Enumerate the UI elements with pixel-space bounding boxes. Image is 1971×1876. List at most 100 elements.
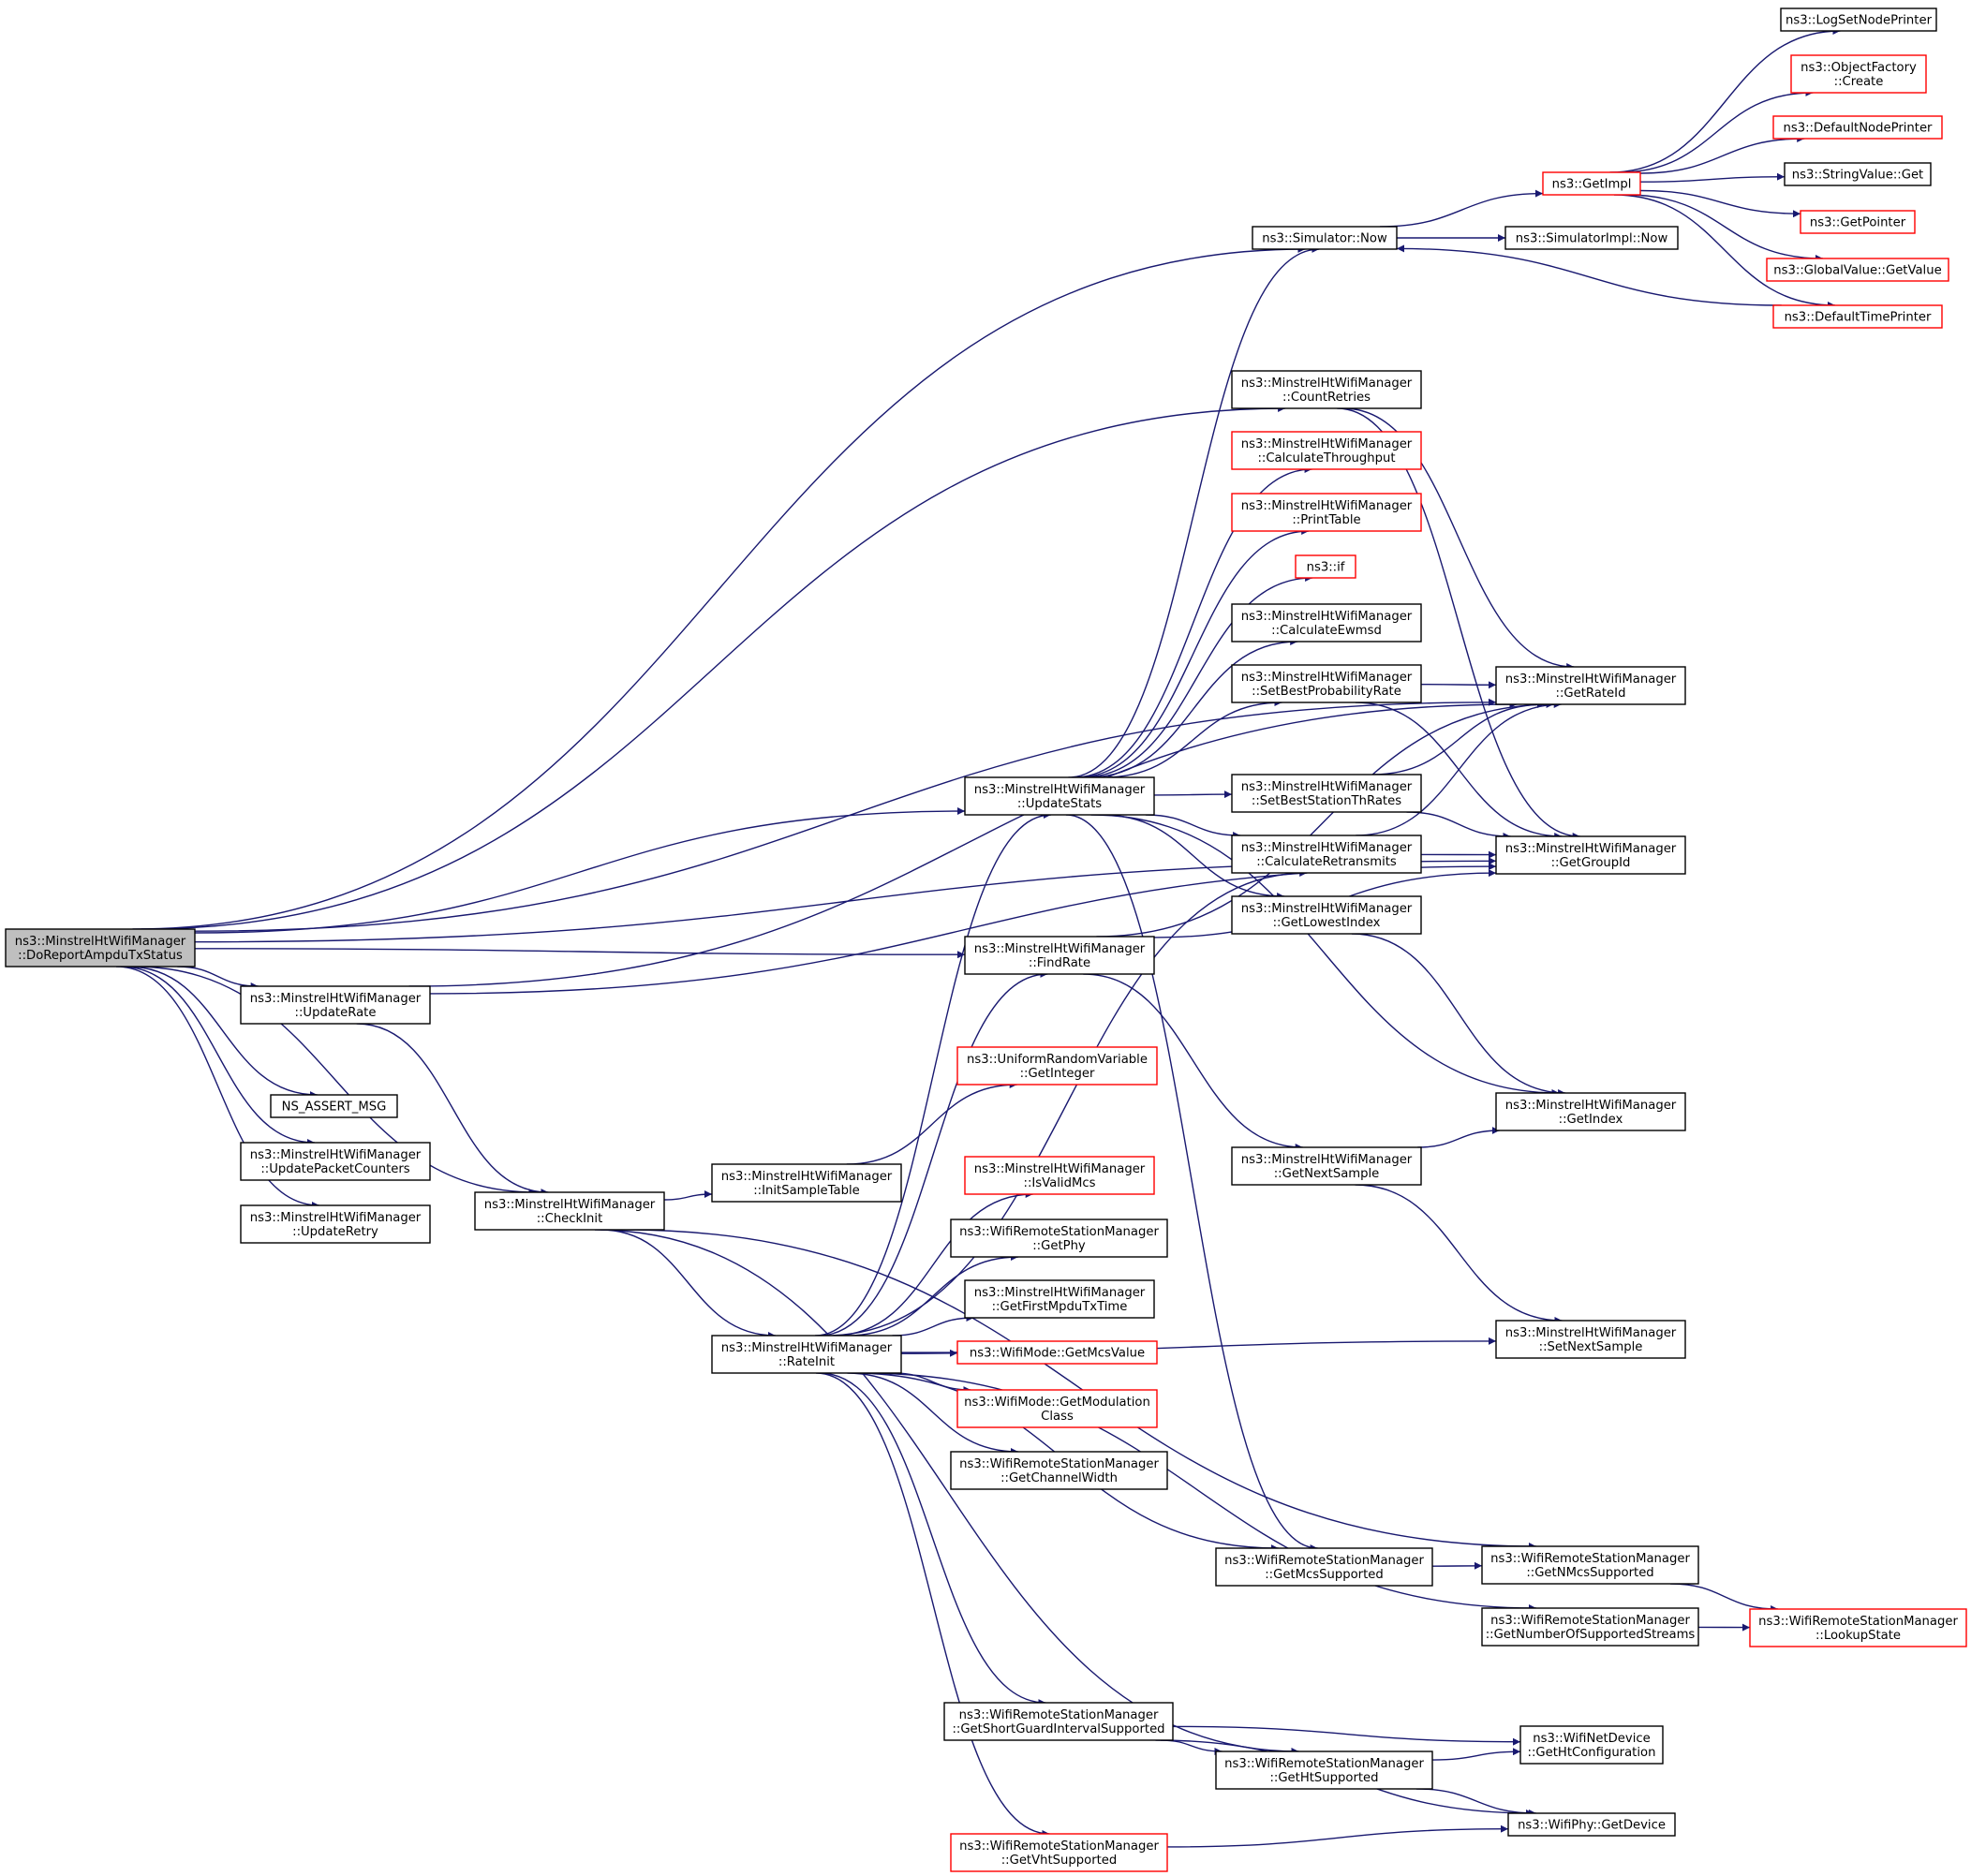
node-printtable[interactable]: ns3::MinstrelHtWifiManager::PrintTable — [1231, 493, 1422, 532]
node-getmcssupp[interactable]: ns3::WifiRemoteStationManager::GetMcsSup… — [1215, 1547, 1433, 1587]
node-calcthroughput[interactable]: ns3::MinstrelHtWifiManager::CalculateThr… — [1231, 431, 1422, 470]
edge-path — [1083, 973, 1303, 1151]
node-objfactory[interactable]: ns3::ObjectFactory::Create — [1790, 54, 1927, 94]
node-nsif[interactable]: ns3::if — [1295, 554, 1356, 579]
node-label-line: ::UpdateRetry — [292, 1225, 378, 1239]
node-label-line: ::IsValidMcs — [1024, 1176, 1096, 1190]
node-getdevice[interactable]: ns3::WifiPhy::GetDevice — [1507, 1812, 1676, 1837]
node-label-line: ns3::WifiRemoteStationManager — [959, 1708, 1159, 1722]
node-label-line: ::RateInit — [778, 1355, 835, 1369]
node-getindex[interactable]: ns3::MinstrelHtWifiManager::GetIndex — [1495, 1092, 1686, 1131]
node-label-line: ns3::WifiRemoteStationManager — [959, 1839, 1159, 1854]
node-updaterate[interactable]: ns3::MinstrelHtWifiManager::UpdateRate — [240, 985, 431, 1025]
node-label-line: ::GetNumberOfSupportedStreams — [1486, 1628, 1696, 1642]
node-getmcsvalue[interactable]: ns3::WifiMode::GetMcsValue — [956, 1340, 1158, 1365]
edge-path — [600, 1229, 776, 1339]
node-getnmcs[interactable]: ns3::WifiRemoteStationManager::GetNMcsSu… — [1481, 1545, 1699, 1585]
edge-path — [132, 245, 1306, 930]
node-label-line: ::SetBestProbabilityRate — [1252, 685, 1401, 699]
node-getchanwidth[interactable]: ns3::WifiRemoteStationManager::GetChanne… — [950, 1451, 1168, 1490]
node-label-line: ns3::MinstrelHtWifiManager — [1241, 902, 1413, 916]
edge-path — [133, 966, 537, 1196]
edge-getnextsample-to-setnextsample — [1355, 1184, 1563, 1324]
node-setbestth[interactable]: ns3::MinstrelHtWifiManager::SetBestStati… — [1231, 774, 1422, 813]
node-logsetnode[interactable]: ns3::LogSetNodePrinter — [1780, 7, 1937, 32]
node-deftimeprinter[interactable]: ns3::DefaultTimePrinter — [1772, 304, 1943, 329]
edge-countretries-to-getrateid — [1342, 407, 1575, 671]
node-updatepktcnt[interactable]: ns3::MinstrelHtWifiManager::UpdatePacket… — [240, 1142, 431, 1181]
node-initsample[interactable]: ns3::MinstrelHtWifiManager::InitSampleTa… — [711, 1163, 902, 1203]
node-updatestats[interactable]: ns3::MinstrelHtWifiManager::UpdateStats — [964, 776, 1155, 816]
edge-path — [1076, 527, 1310, 778]
edge-path — [847, 1372, 1019, 1455]
node-label-line: ns3::WifiRemoteStationManager — [1224, 1757, 1424, 1771]
node-simimplnow[interactable]: ns3::SimulatorImpl::Now — [1504, 226, 1679, 250]
node-label-line: ::GetPhy — [1032, 1239, 1086, 1253]
node-rateinit[interactable]: ns3::MinstrelHtWifiManager::RateInit — [711, 1335, 902, 1374]
edge-path — [194, 698, 1497, 932]
node-label-line: ::GetHtConfiguration — [1528, 1746, 1656, 1760]
node-getgroupid[interactable]: ns3::MinstrelHtWifiManager::GetGroupId — [1495, 835, 1686, 875]
node-checkinit[interactable]: ns3::MinstrelHtWifiManager::CheckInit — [474, 1191, 665, 1231]
node-label-line: ::UpdateStats — [1017, 797, 1102, 811]
node-countretries[interactable]: ns3::MinstrelHtWifiManager::CountRetries — [1231, 370, 1422, 409]
edge-path — [623, 1229, 1536, 1550]
node-getshortgi[interactable]: ns3::WifiRemoteStationManager::GetShortG… — [943, 1702, 1174, 1741]
node-gethtsupp[interactable]: ns3::WifiRemoteStationManager::GetHtSupp… — [1215, 1750, 1433, 1790]
node-label-line: ns3::Simulator::Now — [1262, 232, 1387, 246]
node-getrateid[interactable]: ns3::MinstrelHtWifiManager::GetRateId — [1495, 666, 1686, 705]
edge-path — [1379, 189, 1544, 228]
node-box — [1231, 835, 1422, 874]
node-getnextsample[interactable]: ns3::MinstrelHtWifiManager::GetNextSampl… — [1231, 1146, 1422, 1186]
edge-updatestats-to-setbestprob — [1104, 699, 1282, 778]
node-label-line: ns3::MinstrelHtWifiManager — [250, 1211, 422, 1225]
node-simnow[interactable]: ns3::Simulator::Now — [1252, 226, 1398, 250]
edge-path — [1613, 194, 1836, 309]
node-getimpl[interactable]: ns3::GetImpl — [1542, 171, 1641, 196]
node-label-line: ::CountRetries — [1282, 391, 1371, 405]
edge-path — [819, 1372, 1046, 1706]
node-box — [5, 928, 196, 968]
node-getvht[interactable]: ns3::WifiRemoteStationManager::GetVhtSup… — [950, 1833, 1168, 1872]
node-nsassert[interactable]: NS_ASSERT_MSG — [270, 1094, 398, 1118]
node-getfirstmpdu[interactable]: ns3::MinstrelHtWifiManager::GetFirstMpdu… — [964, 1279, 1155, 1319]
node-doreport[interactable]: ns3::MinstrelHtWifiManager::DoReportAmpd… — [5, 928, 196, 968]
node-gethtconfig[interactable]: ns3::WifiNetDevice::GetHtConfiguration — [1519, 1725, 1664, 1765]
node-box — [1772, 115, 1943, 140]
node-setbestprob[interactable]: ns3::MinstrelHtWifiManager::SetBestProba… — [1231, 664, 1422, 703]
node-label-line: ::GetShortGuardIntervalSupported — [952, 1722, 1164, 1736]
node-isvalidmcs[interactable]: ns3::MinstrelHtWifiManager::IsValidMcs — [964, 1156, 1155, 1195]
node-label-line: ns3::MinstrelHtWifiManager — [721, 1341, 893, 1355]
edge-path — [1351, 933, 1566, 1097]
node-label-line: ::PrintTable — [1292, 513, 1360, 527]
node-box — [1495, 1092, 1686, 1131]
node-label-line: ns3::MinstrelHtWifiManager — [1505, 672, 1677, 687]
node-label-line: ::SetBestStationThRates — [1252, 794, 1401, 808]
node-box — [1784, 162, 1932, 186]
edge-path — [1081, 574, 1313, 778]
node-calcretrans[interactable]: ns3::MinstrelHtWifiManager::CalculateRet… — [1231, 835, 1422, 874]
node-label-line: ns3::MinstrelHtWifiManager — [250, 1148, 422, 1162]
node-lookupstate[interactable]: ns3::WifiRemoteStationManager::LookupSta… — [1749, 1608, 1967, 1647]
edge-getnmcs-to-lookupstate — [1669, 1583, 1779, 1613]
node-calcewmsd[interactable]: ns3::MinstrelHtWifiManager::CalculateEwm… — [1231, 603, 1422, 643]
node-stringvalget[interactable]: ns3::StringValue::Get — [1784, 162, 1932, 186]
node-findrate[interactable]: ns3::MinstrelHtWifiManager::FindRate — [964, 936, 1155, 975]
node-updateretry[interactable]: ns3::MinstrelHtWifiManager::UpdateRetry — [240, 1204, 431, 1244]
node-getphy[interactable]: ns3::WifiRemoteStationManager::GetPhy — [950, 1219, 1168, 1258]
node-label-line: ::LookupState — [1815, 1629, 1901, 1643]
node-label-line: NS_ASSERT_MSG — [282, 1100, 387, 1115]
node-setnextsample[interactable]: ns3::MinstrelHtWifiManager::SetNextSampl… — [1495, 1320, 1686, 1359]
node-label-line: ::GetVhtSupported — [1001, 1854, 1118, 1868]
edge-path — [1406, 811, 1511, 840]
edge-path — [177, 966, 259, 990]
node-getpointer[interactable]: ns3::GetPointer — [1800, 210, 1916, 234]
node-getnumstreams[interactable]: ns3::WifiRemoteStationManager::GetNumber… — [1481, 1607, 1699, 1647]
node-defnodeprinter[interactable]: ns3::DefaultNodePrinter — [1772, 115, 1943, 140]
node-box — [950, 1833, 1168, 1872]
node-getinteger[interactable]: ns3::UniformRandomVariable::GetInteger — [956, 1046, 1158, 1086]
edge-rateinit-to-updatestats — [815, 811, 1051, 1337]
node-globalvalget[interactable]: ns3::GlobalValue::GetValue — [1766, 258, 1949, 282]
node-getlowest[interactable]: ns3::MinstrelHtWifiManager::GetLowestInd… — [1231, 895, 1422, 935]
